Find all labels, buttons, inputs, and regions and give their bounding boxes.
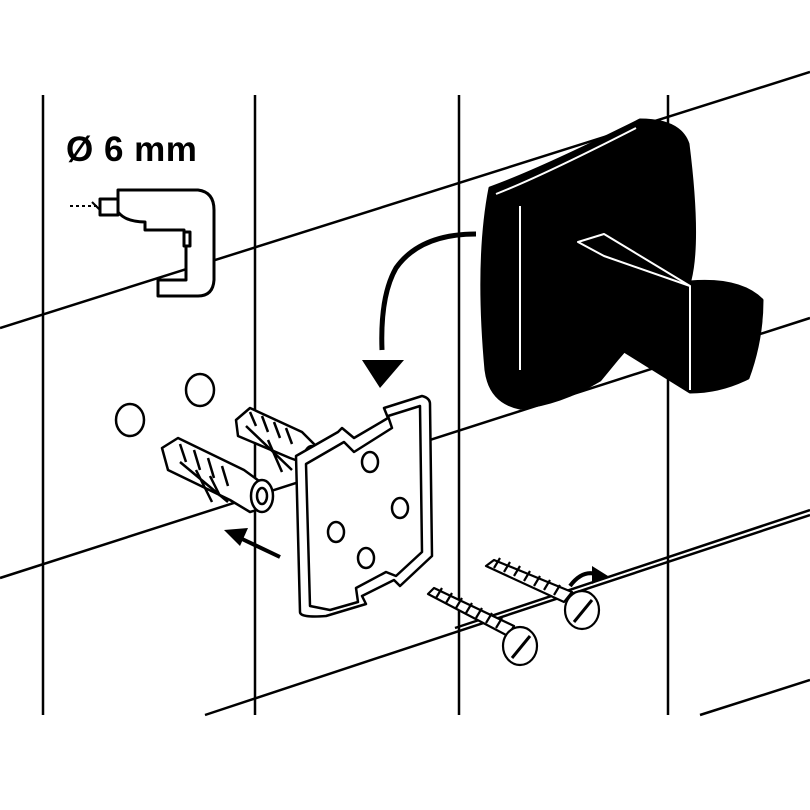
screw-upper bbox=[484, 557, 601, 631]
screw-icon bbox=[426, 557, 601, 667]
drilled-holes bbox=[114, 372, 216, 438]
drill-icon bbox=[70, 188, 216, 298]
screw-lower bbox=[426, 586, 539, 667]
rotate-arrow-icon bbox=[568, 566, 608, 588]
drill-size-label: Ø 6 mm bbox=[66, 130, 198, 169]
hole-right bbox=[184, 372, 216, 408]
hole-left bbox=[114, 402, 146, 438]
tile-joint-horizontal-5 bbox=[699, 678, 810, 717]
tile-joint-horizontal-3 bbox=[454, 508, 810, 630]
towel-hook-icon bbox=[480, 118, 764, 410]
arrow-icon bbox=[224, 528, 281, 559]
wall-anchor-lower bbox=[160, 436, 275, 514]
tile-joint-horizontal-4 bbox=[204, 513, 810, 717]
tile-joint-horizontal-1 bbox=[0, 70, 810, 330]
arrow-icon bbox=[362, 231, 477, 388]
mounting-plate-icon bbox=[294, 394, 434, 618]
